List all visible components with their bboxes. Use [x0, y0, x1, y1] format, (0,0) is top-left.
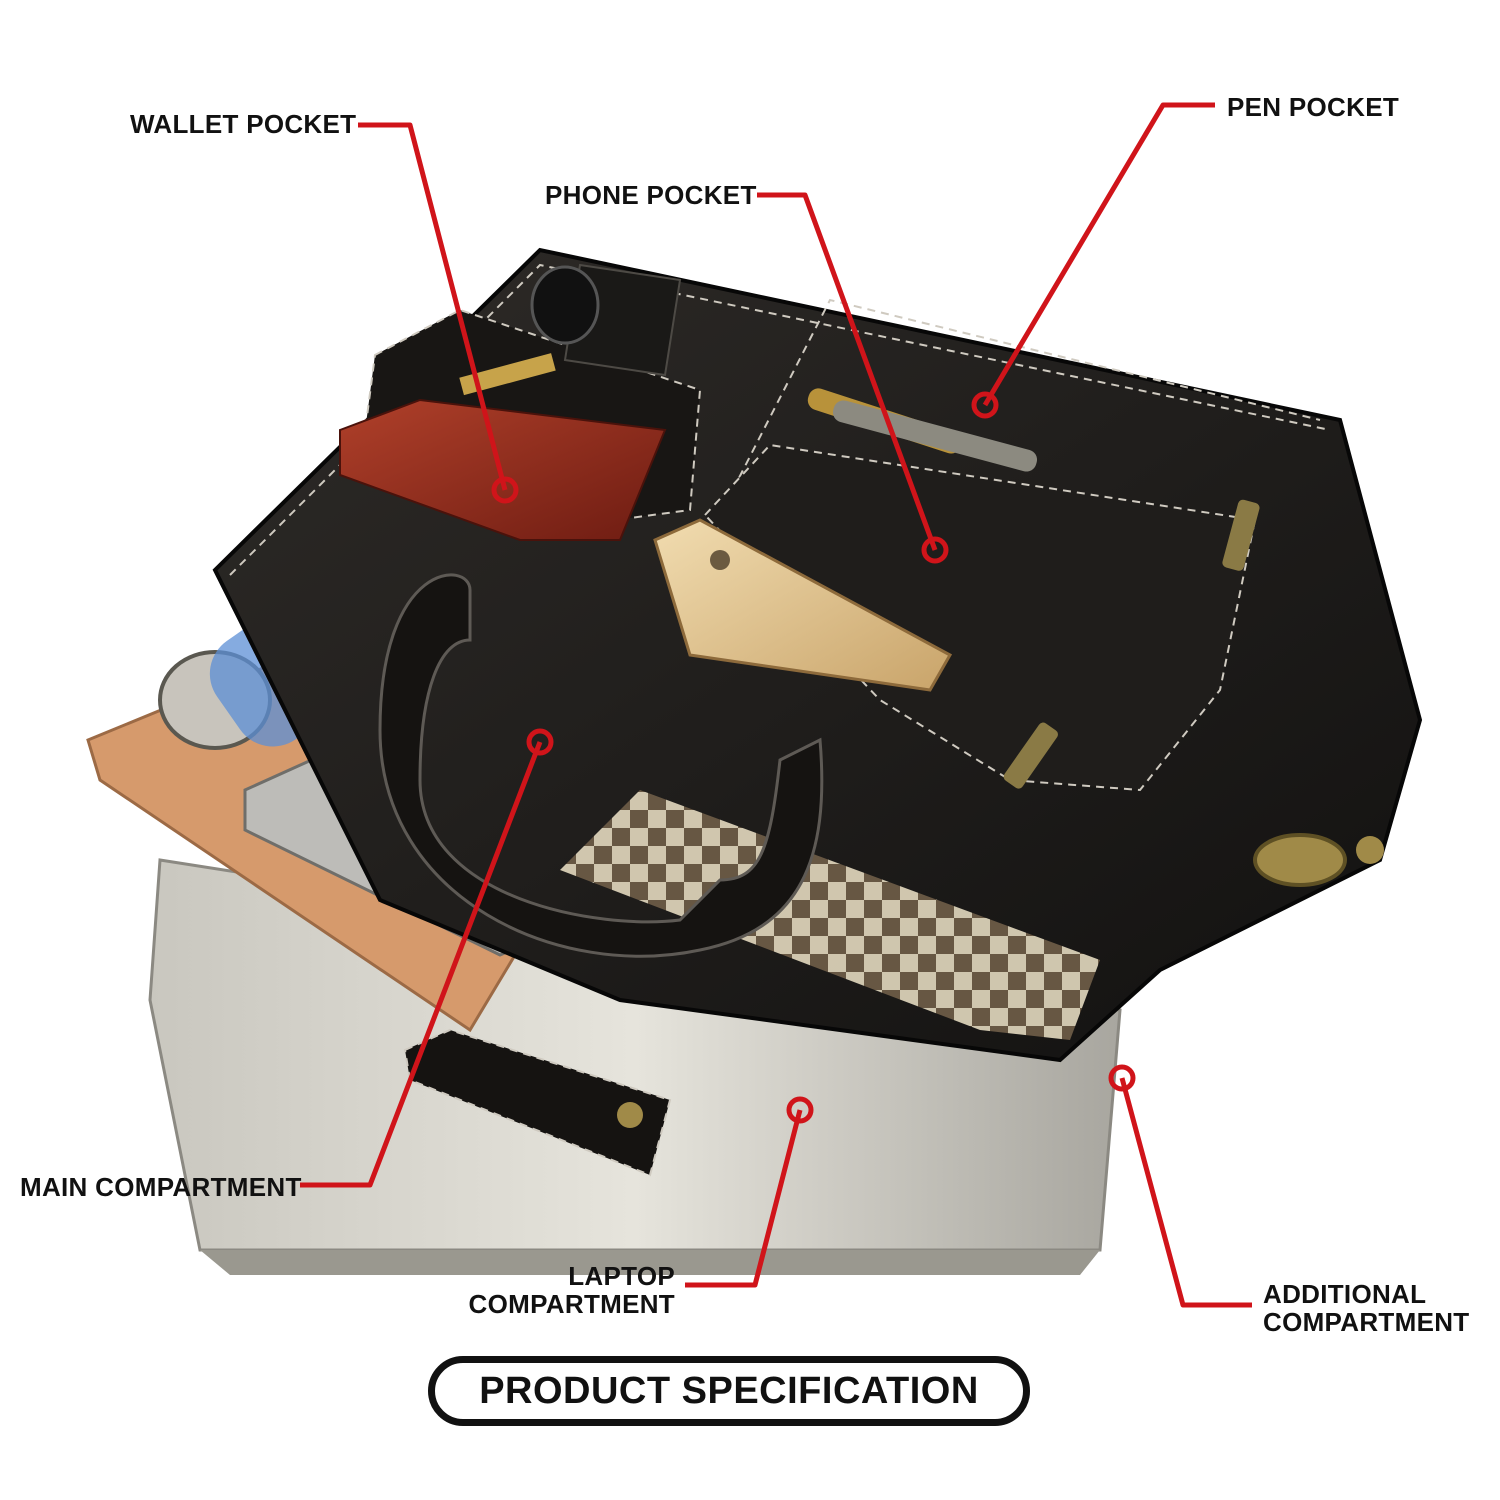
phone-pocket-leader [757, 192, 938, 551]
phone-pocket-label: PHONE POCKET [545, 180, 757, 210]
additional-compartment-label: ADDITIONAL COMPARTMENT [1263, 1280, 1469, 1336]
phone [653, 518, 953, 692]
laptop-compartment-label: LAPTOP COMPARTMENT [460, 1262, 675, 1318]
page-title: PRODUCT SPECIFICATION [479, 1369, 979, 1412]
main-compartment-label: MAIN COMPARTMENT [20, 1172, 302, 1202]
wallet-pocket-label: WALLET POCKET [130, 109, 357, 139]
pen-pocket-marker [971, 391, 999, 419]
additional-compartment-label-line1: ADDITIONAL [1263, 1279, 1427, 1309]
title-badge: PRODUCT SPECIFICATION [428, 1356, 1030, 1426]
additional-compartment-leader [1119, 1077, 1252, 1308]
additional-compartment-label-line2: COMPARTMENT [1263, 1307, 1470, 1337]
pen-pocket-label: PEN POCKET [1227, 92, 1400, 122]
wallet-pocket-marker [491, 476, 519, 504]
main-compartment-leader [300, 741, 543, 1188]
front-pocket [703, 443, 1260, 792]
pens [807, 388, 1038, 472]
laptop-compartment-leader [685, 1109, 803, 1288]
strap-clasp [1253, 833, 1384, 887]
laptop-compartment-marker [786, 1096, 814, 1124]
strap-tab [403, 1028, 672, 1177]
callout-lines [300, 102, 1252, 1308]
pen-pocket-leader [982, 102, 1215, 407]
additional-compartment-marker [1108, 1064, 1136, 1092]
laptop-compartment-label-line2: COMPARTMENT [468, 1289, 675, 1319]
wallet-pocket-leader [358, 122, 508, 491]
laptop-compartment-label-line1: LAPTOP [568, 1261, 675, 1291]
perfume-bottle [530, 263, 682, 377]
phone-pocket-marker [921, 536, 949, 564]
main-compartment-marker [526, 728, 554, 756]
